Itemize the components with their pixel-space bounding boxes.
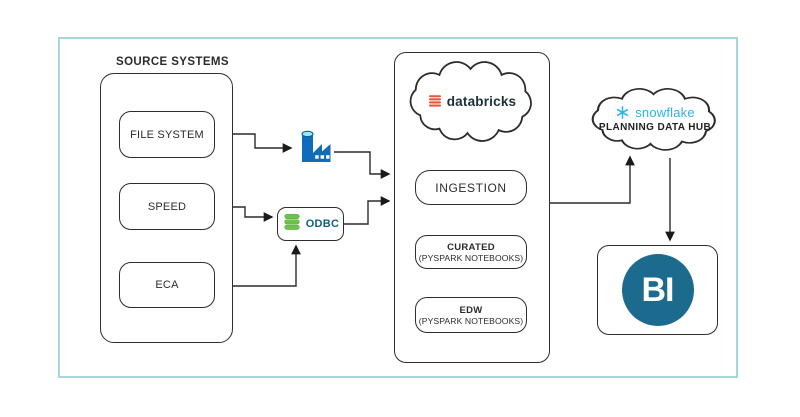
edw-subtitle: (PYSPARK NOTEBOOKS) xyxy=(418,315,524,326)
node-eca: ECA xyxy=(119,262,215,308)
planning-data-hub-label: PLANNING DATA HUB xyxy=(598,122,712,133)
node-edw: EDW (PYSPARK NOTEBOOKS) xyxy=(415,297,527,333)
databricks-cloud: databricks xyxy=(398,57,546,145)
ingestion-label: INGESTION xyxy=(435,180,507,195)
snowflake-logo-icon xyxy=(615,105,630,120)
node-odbc: ODBC xyxy=(277,207,344,241)
snowflake-cloud: snowflake PLANNING DATA HUB xyxy=(580,85,730,153)
node-speed-label: SPEED xyxy=(147,200,187,213)
edw-title: EDW xyxy=(459,304,483,316)
curated-subtitle: (PYSPARK NOTEBOOKS) xyxy=(418,252,524,263)
odbc-label: ODBC xyxy=(305,218,340,230)
node-bi: BI xyxy=(597,245,718,335)
databricks-logo-icon xyxy=(428,94,442,108)
node-file-system: FILE SYSTEM xyxy=(119,111,215,158)
odbc-database-icon xyxy=(282,212,302,237)
node-file-system-label: FILE SYSTEM xyxy=(130,128,204,141)
snowflake-brand-text: snowflake xyxy=(635,105,695,120)
node-ingestion: INGESTION xyxy=(415,170,527,205)
curated-title: CURATED xyxy=(447,241,495,253)
databricks-brand-text: databricks xyxy=(446,93,517,109)
node-eca-label: ECA xyxy=(155,279,179,291)
bi-label: BI xyxy=(641,270,675,309)
source-systems-label: SOURCE SYSTEMS xyxy=(116,56,229,68)
data-factory-icon xyxy=(296,126,338,168)
node-speed: SPEED xyxy=(119,183,215,230)
node-curated: CURATED (PYSPARK NOTEBOOKS) xyxy=(415,235,527,269)
bi-circle: BI xyxy=(621,254,694,326)
